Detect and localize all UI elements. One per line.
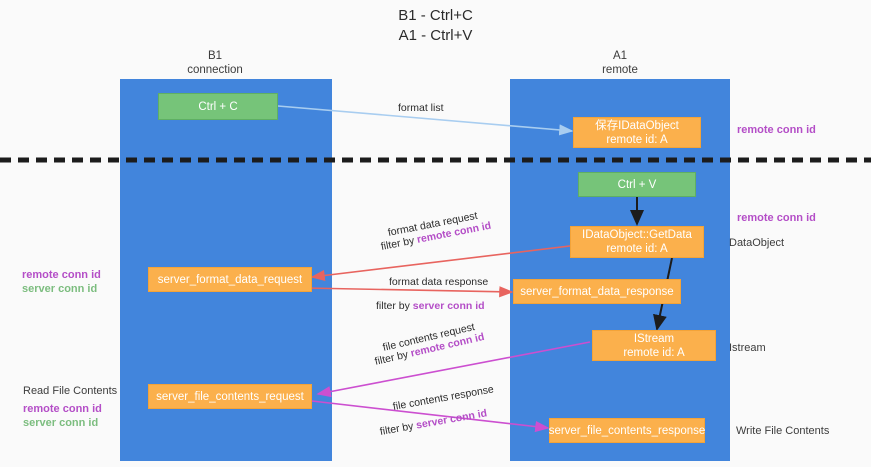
node-server-format-data-request-label: server_format_data_request [157, 273, 303, 286]
column-header-b1-sub: connection [187, 64, 243, 76]
node-ctrl-c[interactable]: Ctrl + C [158, 93, 278, 120]
left-label-server-conn-id: server conn id [22, 283, 98, 295]
title-line-1: B1 - Ctrl+C [398, 7, 473, 24]
node-getdata-line1: IDataObject::GetData [582, 229, 692, 241]
node-server-file-contents-request-label: server_file_contents_request [156, 390, 304, 403]
node-save-idataobject[interactable]: 保存IDataObject remote id: A [573, 117, 701, 148]
edge-label-fdr-prefix: filter by [379, 234, 419, 253]
right-label-istream: Istream [729, 342, 766, 354]
left-label-remote-conn-id: remote conn id [22, 269, 101, 281]
column-header-b1: B1 connection [155, 49, 275, 77]
node-istream[interactable]: IStream remote id: A [592, 330, 716, 361]
left-label-read-file-contents: Read File Contents [23, 385, 118, 397]
edge-label-format-list: format list [398, 102, 444, 114]
edge-label-fcres-prefix: filter by [378, 419, 418, 438]
node-save-idataobject-line2: remote id: A [606, 133, 668, 146]
column-header-a1-name: A1 [612, 50, 628, 62]
node-getdata-line2: remote id: A [606, 243, 668, 255]
diagram-title: B1 - Ctrl+C A1 - Ctrl+V [0, 6, 871, 46]
node-ctrl-v-label: Ctrl + V [617, 178, 657, 191]
edge-label-fdres-prefix: filter by [376, 300, 413, 312]
node-server-format-data-request[interactable]: server_format_data_request [148, 267, 312, 292]
edge-label-fcr-prefix: filter by [373, 347, 413, 368]
left-label-remote-conn-id-2: remote conn id [23, 403, 102, 415]
node-server-file-contents-request[interactable]: server_file_contents_request [148, 384, 312, 409]
node-server-file-contents-response[interactable]: server_file_contents_response [549, 418, 705, 443]
node-server-file-contents-response-label: server_file_contents_response [548, 424, 706, 437]
column-header-b1-name: B1 [207, 50, 223, 62]
node-server-format-data-response-label: server_format_data_response [520, 285, 674, 298]
column-header-a1: A1 remote [560, 49, 680, 77]
node-istream-line2: remote id: A [623, 346, 685, 359]
right-label-remote-conn-id-1: remote conn id [737, 124, 816, 136]
node-idataobject-getdata[interactable]: IDataObject::GetData remote id: A [570, 226, 704, 258]
node-ctrl-c-label: Ctrl + C [198, 100, 238, 113]
edge-label-format-data-response-filter: filter by server conn id [376, 299, 485, 313]
column-header-a1-sub: remote [602, 64, 638, 76]
right-label-dataobject: DataObject [729, 237, 785, 249]
left-label-server-conn-id-2: server conn id [23, 417, 99, 429]
node-save-idataobject-line1: 保存IDataObject [595, 119, 679, 132]
node-istream-line1: IStream [633, 332, 675, 345]
right-label-write-file-contents: Write File Contents [736, 425, 830, 437]
edge-label-format-data-response: format data response [389, 276, 489, 288]
title-line-2: A1 - Ctrl+V [398, 27, 473, 44]
node-server-format-data-response[interactable]: server_format_data_response [513, 279, 681, 304]
node-ctrl-v[interactable]: Ctrl + V [578, 172, 696, 197]
edge-label-fcres-id: server conn id [415, 407, 488, 432]
edge-label-fdres-id: server conn id [412, 300, 485, 312]
right-label-remote-conn-id-2: remote conn id [737, 212, 816, 224]
